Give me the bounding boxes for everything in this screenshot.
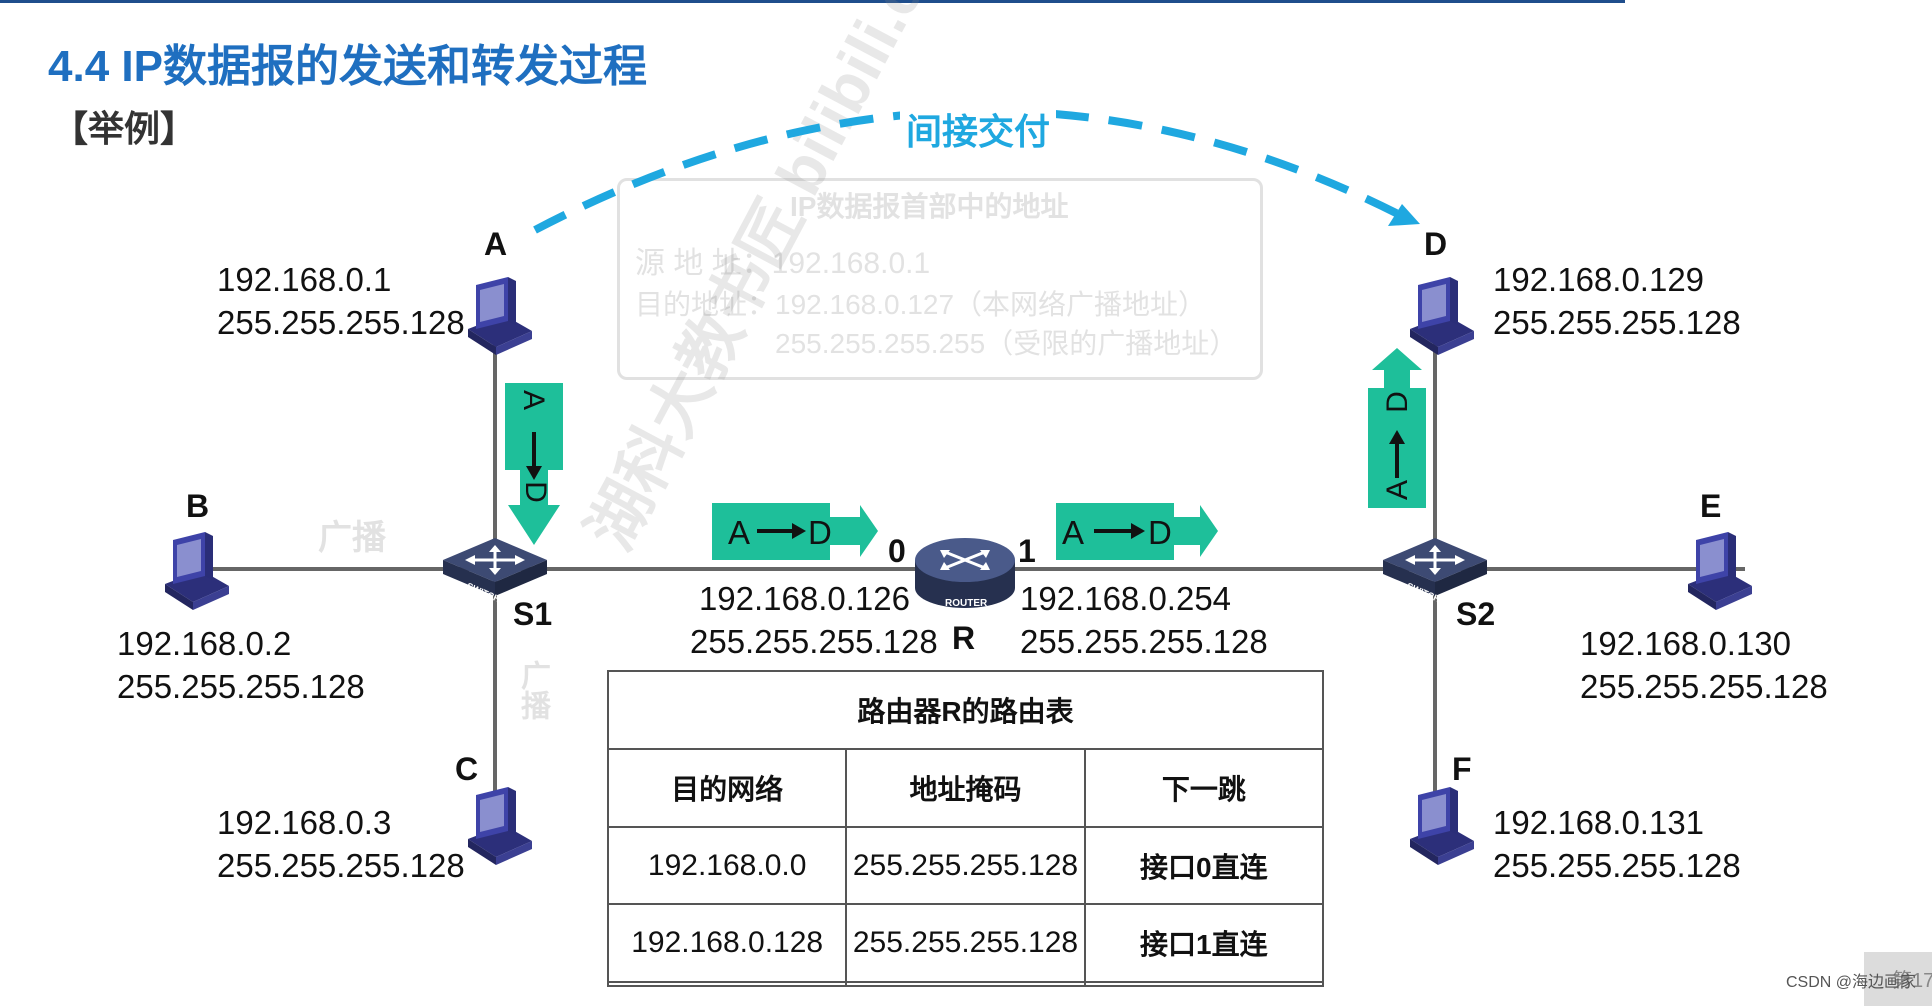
table-cell [1083,981,1325,987]
host-d-letter: D [1424,226,1448,262]
watermark-dst-line2: 255.255.255.255（受限的广播地址） [775,328,1238,359]
routing-table-header: 下一跳 [1083,747,1325,828]
router-icon [915,538,1015,608]
switch-s2-icon [1381,536,1489,598]
packet-s2-up [1368,348,1426,508]
host-b-ip: 192.168.0.2 [117,625,292,662]
switch-s1-icon [441,536,549,598]
watermark-src-line: 源 地 址：192.168.0.1 [635,247,931,280]
csdn-watermark: CSDN @海边画家 [1785,974,1916,991]
host-c-ip: 192.168.0.3 [217,804,392,841]
host-a-address: 192.168.0.1 255.255.255.128 [217,258,465,344]
table-cell: 192.168.0.0 [606,825,848,906]
host-b-letter: B [186,488,210,524]
subtitle: 【举例】 [52,108,197,149]
host-d-ip: 192.168.0.129 [1493,261,1705,298]
packet-s1-src: A [517,390,550,410]
packet-s2-dst: D [1381,391,1414,413]
page-number: 第17 [1864,952,1932,1006]
host-e-address: 192.168.0.130 255.255.255.128 [1580,622,1828,708]
host-d-mask: 255.255.255.128 [1493,304,1741,341]
table-cell: 接口1直连 [1083,903,1325,984]
router-if1-mask: 255.255.255.128 [1020,623,1268,660]
table-cell: 255.255.255.128 [845,825,1086,906]
host-a-icon [468,277,532,355]
host-a-letter: A [484,226,508,262]
router-if0-address: 192.168.0.126 255.255.255.128 [690,577,938,663]
indirect-arrowhead [1388,204,1420,226]
host-e-mask: 255.255.255.128 [1580,668,1828,705]
packet-s2-src: A [1381,480,1414,500]
host-c-address: 192.168.0.3 255.255.255.128 [217,801,465,887]
watermark-dst-line: 目的地址：192.168.0.127（本网络广播地址） [635,289,1207,320]
router-if1-ip: 192.168.0.254 [1020,580,1232,617]
routing-table-header: 地址掩码 [845,747,1086,828]
router-if0-mask: 255.255.255.128 [690,623,938,660]
page-title: 4.4 IP数据报的发送和转发过程 [48,42,647,91]
packet-s1-dst: D [519,481,552,503]
host-c-letter: C [455,751,479,787]
routing-table-caption-row: 路由器R的路由表 [607,670,1324,750]
router-interface-1: 1 [1018,533,1036,569]
routing-table-header: 目的网络 [606,747,848,828]
router-if0-ip: 192.168.0.126 [698,580,910,617]
packet-r1-src: A [1062,514,1084,551]
router-if1-address: 192.168.0.254 255.255.255.128 [1020,577,1268,663]
table-cell: 192.168.0.128 [606,903,848,984]
host-f-letter: F [1452,751,1472,787]
host-b-mask: 255.255.255.128 [117,668,365,705]
router-interface-0: 0 [888,533,906,569]
host-e-ip: 192.168.0.130 [1580,625,1792,662]
host-f-address: 192.168.0.131 255.255.255.128 [1493,801,1741,887]
watermark-header-box [617,178,1263,380]
routing-table-header-row: 目的网络 地址掩码 下一跳 [606,747,1325,828]
packet-r0-src: A [728,514,750,551]
host-f-icon [1410,787,1474,865]
host-a-mask: 255.255.255.128 [217,304,465,341]
routing-table-caption: 路由器R的路由表 [607,670,1324,750]
router-icon-text: ROUTER [945,598,988,609]
router-name: R [952,620,976,656]
table-row: 192.168.0.128 255.255.255.128 接口1直连 [606,903,1325,984]
table-cell: 接口0直连 [1083,825,1325,906]
host-e-letter: E [1700,488,1722,524]
packet-r-s2 [1056,503,1218,560]
packet-r1-dst: D [1148,514,1172,551]
packet-s1-down [505,383,563,545]
switch-s2-name: S2 [1456,596,1496,632]
packet-r0-dst: D [808,514,832,551]
indirect-delivery-label: 间接交付 [900,103,1057,155]
host-f-ip: 192.168.0.131 [1493,804,1705,841]
host-d-icon [1410,277,1474,355]
watermark-broadcast-c: 广播 [516,660,549,720]
table-row: 192.168.0.0 255.255.255.128 接口0直连 [606,825,1325,906]
table-cell [845,981,1086,987]
switch-s1-name: S1 [513,596,553,632]
host-b-address: 192.168.0.2 255.255.255.128 [117,622,365,708]
table-cell [606,981,848,987]
host-c-icon [468,787,532,865]
table-row [606,981,1325,987]
host-d-address: 192.168.0.129 255.255.255.128 [1493,258,1741,344]
top-border [0,0,1625,3]
watermark-box-title: IP数据报首部中的地址 [790,191,1069,222]
table-cell: 255.255.255.128 [845,903,1086,984]
host-a-ip: 192.168.0.1 [217,261,392,298]
routing-table: 路由器R的路由表 目的网络 地址掩码 下一跳 192.168.0.0 255.2… [606,670,1325,987]
watermark-broadcast-b: 广播 [318,519,386,557]
host-f-mask: 255.255.255.128 [1493,847,1741,884]
host-c-mask: 255.255.255.128 [217,847,465,884]
